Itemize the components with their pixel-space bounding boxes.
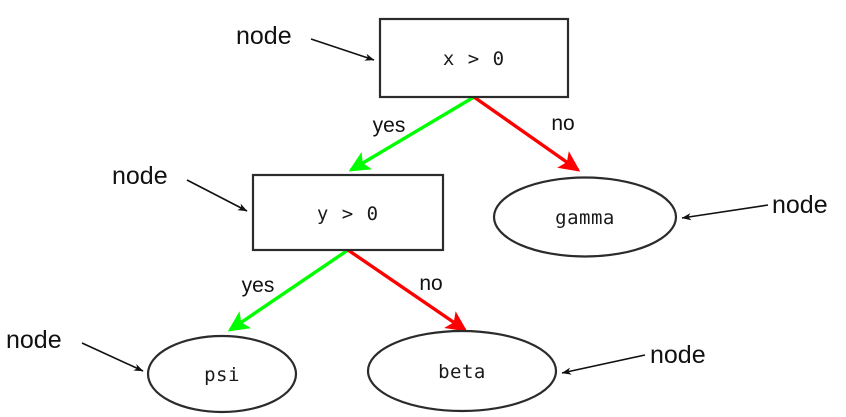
- annotation-node-beta-arrow: [561, 354, 646, 375]
- edge-root-yes: [348, 95, 475, 172]
- decision-node-second[interactable]: y > 0: [251, 173, 445, 252]
- annotation-node-root: node: [236, 22, 375, 61]
- edge-second-no: [347, 248, 468, 332]
- annotation-node-gamma: node: [681, 191, 828, 221]
- leaf-node-gamma[interactable]: gamma: [492, 176, 678, 258]
- annotation-node-root-arrow: [310, 38, 375, 61]
- edge-label-root-yes: yes: [373, 114, 406, 137]
- annotation-node-second-label: node: [112, 162, 168, 190]
- leaf-node-gamma-label: gamma: [555, 207, 615, 229]
- annotation-node-gamma-arrow: [681, 204, 769, 221]
- leaf-node-beta-label: beta: [438, 361, 486, 383]
- edge-label-root-no: no: [551, 112, 574, 135]
- leaf-node-beta[interactable]: beta: [366, 329, 558, 413]
- edge-label-second-no: no: [419, 272, 442, 295]
- annotation-node-second-arrow: [186, 179, 248, 212]
- edge-root-no: [473, 95, 581, 172]
- leaf-node-psi-label: psi: [204, 364, 240, 386]
- annotation-node-psi-label: node: [6, 326, 62, 354]
- edge-second-yes: [227, 248, 349, 332]
- leaf-node-psi[interactable]: psi: [146, 334, 298, 414]
- decision-node-root[interactable]: x > 0: [378, 17, 570, 99]
- annotation-node-psi: node: [6, 326, 144, 372]
- annotation-node-beta: node: [561, 341, 706, 375]
- edge-label-second-yes: yes: [242, 274, 275, 297]
- decision-node-second-label: y > 0: [317, 203, 379, 225]
- annotation-node-beta-label: node: [650, 341, 706, 369]
- annotation-node-second: node: [112, 162, 248, 212]
- annotation-node-root-label: node: [236, 22, 292, 50]
- decision-node-root-label: x > 0: [443, 48, 505, 70]
- annotation-node-psi-arrow: [81, 342, 144, 372]
- annotation-node-gamma-label: node: [772, 191, 828, 219]
